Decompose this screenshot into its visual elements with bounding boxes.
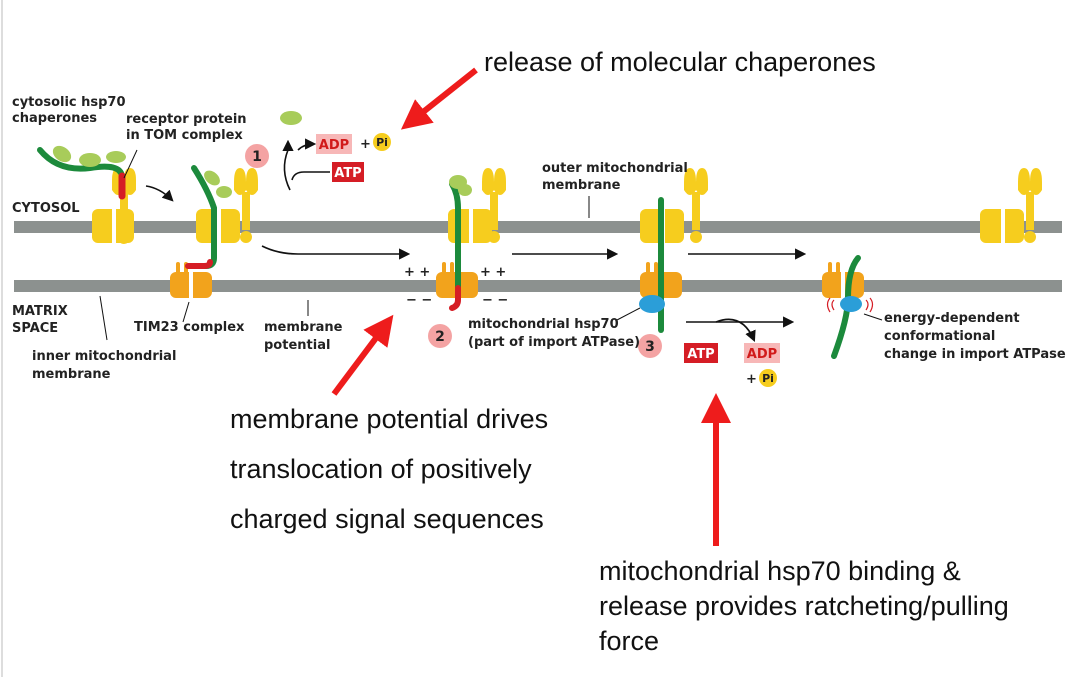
svg-text:+: +	[746, 372, 757, 387]
pi-icon-3: Pi	[759, 369, 777, 387]
svg-text:+ +: + +	[480, 265, 506, 280]
svg-text:in TOM complex: in TOM complex	[126, 128, 243, 143]
tom-complex	[92, 168, 136, 247]
stage-3	[436, 168, 506, 311]
annotation-arrow-potential	[331, 314, 394, 396]
pi-icon: Pi	[373, 133, 391, 151]
svg-text:SPACE: SPACE	[12, 321, 58, 336]
outer-membrane	[14, 221, 1062, 233]
cytosolic-chaperone	[79, 153, 101, 167]
svg-text:ATP: ATP	[334, 166, 361, 181]
svg-text:MATRIX: MATRIX	[12, 304, 68, 319]
adp-box-1: ADP	[316, 134, 352, 154]
annotation-arrow-release	[400, 67, 478, 130]
atp-box-3: ATP	[684, 343, 718, 363]
cytosolic-chaperone	[106, 151, 126, 163]
annotation-potential-1: membrane potential drives	[230, 404, 548, 434]
inner-membrane	[14, 280, 1062, 292]
adp-box-3: ADP	[744, 343, 780, 363]
svg-text:ADP: ADP	[747, 347, 777, 362]
annotation-potential-3: charged signal sequences	[230, 504, 544, 534]
annotation-hsp70-2: release provides ratcheting/pulling	[599, 591, 1009, 621]
annotation-release: release of molecular chaperones	[484, 47, 876, 77]
svg-text:(part of import ATPase): (part of import ATPase)	[468, 335, 640, 350]
svg-text:2: 2	[435, 329, 445, 345]
annotation-hsp70-1: mitochondrial hsp70 binding &	[599, 556, 961, 586]
svg-text:cytosolic hsp70: cytosolic hsp70	[12, 95, 126, 110]
stage-5	[822, 255, 874, 359]
svg-text:energy-dependent: energy-dependent	[884, 311, 1020, 326]
svg-text:+: +	[360, 137, 371, 152]
cytosolic-chaperone	[52, 145, 72, 163]
svg-text:Pi: Pi	[762, 372, 774, 385]
svg-text:− −: − −	[406, 293, 432, 308]
svg-text:receptor protein: receptor protein	[126, 112, 247, 127]
svg-text:change in import ATPase: change in import ATPase	[884, 347, 1066, 362]
svg-text:3: 3	[645, 339, 655, 355]
annotation-potential-2: translocation of positively	[230, 454, 532, 484]
stage-4	[639, 168, 708, 333]
atp-box-1: ATP	[332, 162, 364, 182]
tom-complex-right	[980, 168, 1042, 247]
stage-2	[170, 165, 258, 302]
svg-text:CYTOSOL: CYTOSOL	[12, 201, 80, 216]
mito-hsp70	[639, 295, 665, 313]
svg-text:conformational: conformational	[884, 329, 995, 344]
annotation-hsp70-3: force	[599, 626, 659, 656]
svg-text:membrane: membrane	[32, 367, 111, 382]
svg-text:potential: potential	[264, 338, 330, 353]
svg-text:TIM23 complex: TIM23 complex	[134, 320, 245, 335]
svg-text:Pi: Pi	[376, 136, 388, 149]
svg-text:inner mitochondrial: inner mitochondrial	[32, 349, 176, 364]
svg-text:membrane: membrane	[542, 178, 621, 193]
step-3-badge: 3	[638, 334, 662, 358]
svg-text:1: 1	[252, 149, 262, 165]
step-1-badge: 1	[245, 144, 269, 168]
svg-text:outer mitochondrial: outer mitochondrial	[542, 161, 688, 176]
svg-text:+ +: + +	[404, 265, 430, 280]
svg-text:membrane: membrane	[264, 320, 343, 335]
svg-text:− −: − −	[482, 293, 508, 308]
stage-1	[37, 145, 136, 247]
svg-text:ADP: ADP	[319, 138, 349, 153]
svg-text:mitochondrial hsp70: mitochondrial hsp70	[468, 317, 619, 332]
step-2-badge: 2	[428, 324, 452, 348]
svg-text:ATP: ATP	[687, 347, 714, 362]
svg-text:chaperones: chaperones	[12, 111, 97, 126]
